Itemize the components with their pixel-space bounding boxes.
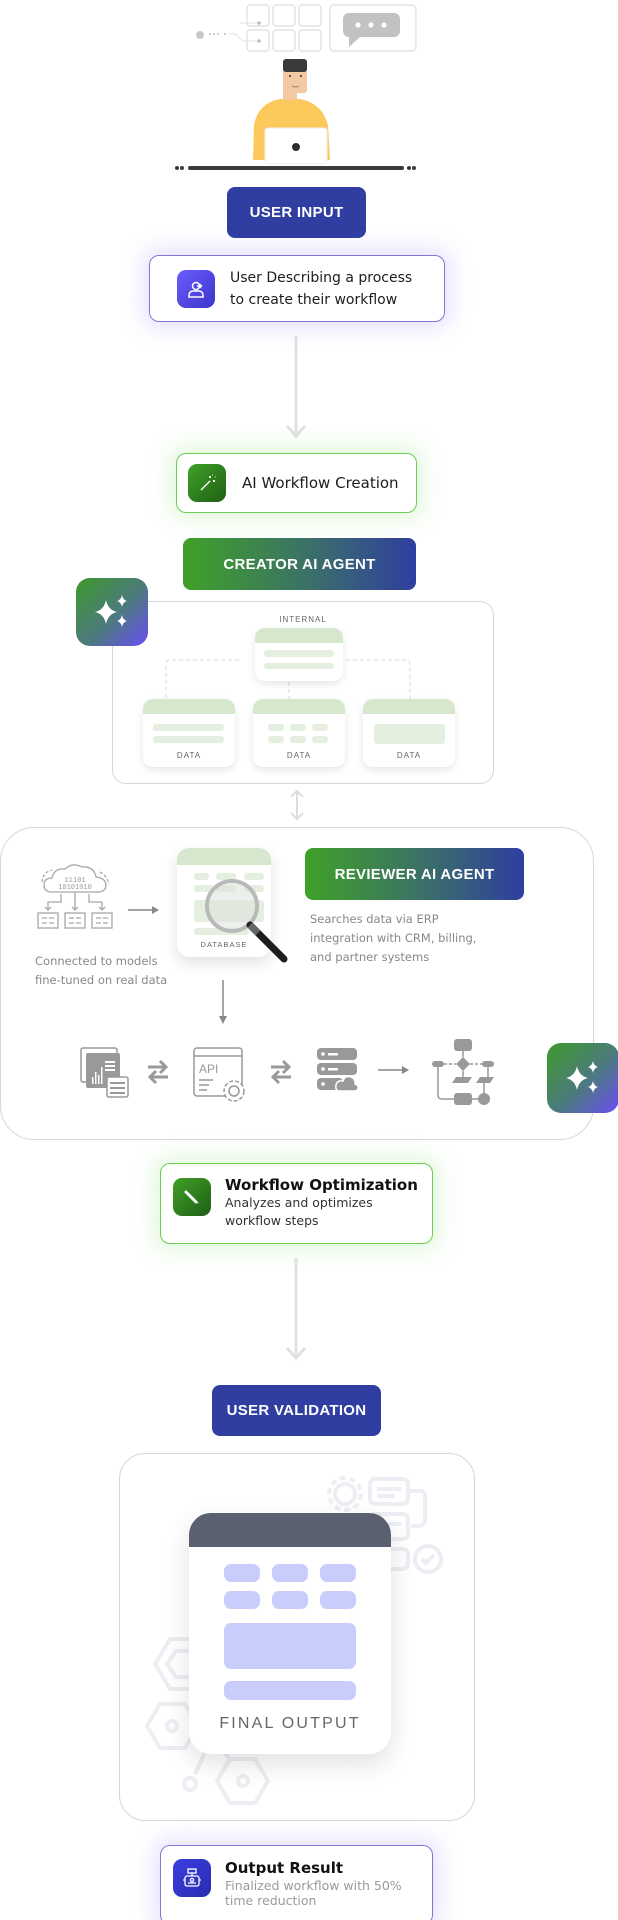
down-arrow-connector: [285, 336, 307, 439]
data-label-2: DATA: [286, 751, 312, 760]
user-input-label: USER INPUT: [227, 187, 366, 238]
final-output-label: FINAL OUTPUT: [219, 1715, 361, 1732]
workflow-optimization-title: Workflow Optimization: [225, 1176, 418, 1194]
reviewer-description: Searches data via ERP integration with C…: [310, 910, 476, 967]
bidirectional-arrow: [290, 789, 304, 821]
svg-text:10101010: 10101010: [58, 884, 92, 892]
api-settings-icon: API: [193, 1047, 245, 1102]
chat-ellipsis-icon: [343, 13, 400, 47]
right-arrow-to-flowchart: [378, 1066, 409, 1074]
database-label: DATABASE: [200, 940, 248, 949]
swap-arrows-icon: [147, 1059, 169, 1085]
flowchart-icon: [432, 1039, 494, 1105]
internal-data-card: [255, 628, 343, 681]
down-arrow-connector-2: [285, 1258, 307, 1361]
ai-workflow-creation-card: AI Workflow Creation: [176, 453, 417, 513]
reviewer-sparkles-badge: [547, 1043, 618, 1113]
reviewer-ai-agent-label: REVIEWER AI AGENT: [305, 848, 524, 900]
user-validation-label: USER VALIDATION: [212, 1385, 381, 1436]
svg-text:11101: 11101: [64, 877, 85, 885]
right-arrow-connector: [128, 906, 159, 914]
creator-ai-agent-label: CREATOR AI AGENT: [183, 538, 416, 590]
output-result-title: Output Result: [225, 1859, 344, 1877]
user-input-icon: [177, 269, 215, 308]
output-result-card: Output Result Finalized workflow with 50…: [160, 1845, 433, 1920]
data-card-3: DATA: [363, 699, 455, 767]
output-result-line2: time reduction: [225, 1893, 317, 1908]
creator-internal-data-panel: INTERNAL DATA DATA DATA: [112, 601, 494, 784]
header-illustration: [150, 0, 430, 180]
down-arrow-to-api: [219, 980, 227, 1024]
robot-flow-icon: [173, 1859, 211, 1897]
final-output-panel: FINAL OUTPUT: [119, 1453, 475, 1821]
dashboard-icon: [80, 1047, 129, 1098]
data-card-2: DATA: [253, 699, 345, 767]
data-label-3: DATA: [396, 751, 422, 760]
cloud-caption-line2: fine-tuned on real data: [35, 973, 168, 987]
cloud-binary-icon: 11101 10101010: [37, 864, 113, 929]
reviewer-description-line1: Searches data via ERP: [310, 912, 439, 926]
cloud-caption-line1: Connected to models: [35, 954, 158, 968]
workflow-optimization-line1: Analyzes and optimizes: [225, 1195, 373, 1210]
output-result-line1: Finalized workflow with 50%: [225, 1878, 402, 1893]
hierarchy-dashed-lines: [165, 659, 411, 699]
sparkles-icon: [95, 595, 127, 627]
ai-workflow-creation-title: AI Workflow Creation: [242, 474, 399, 492]
user-input-card: User Describing a process to create thei…: [149, 255, 445, 322]
server-cloud-icon: [317, 1048, 359, 1092]
magnifier-icon: [205, 879, 288, 963]
person-at-laptop-illustration: [175, 4, 417, 170]
creator-sparkles-badge: [76, 578, 148, 646]
cloud-caption: Connected to models fine-tuned on real d…: [35, 952, 167, 990]
data-label-1: DATA: [176, 751, 202, 760]
sparkles-icon: [566, 1061, 598, 1093]
user-input-line1: User Describing a process: [230, 269, 413, 286]
data-card-1: DATA: [143, 699, 235, 767]
reviewer-description-line2: integration with CRM, billing,: [310, 931, 477, 945]
final-output-card: FINAL OUTPUT: [189, 1513, 391, 1754]
magic-wand-icon: [188, 464, 226, 502]
workflow-optimization-card: Workflow Optimization Analyzes and optim…: [160, 1163, 433, 1244]
reviewer-description-line3: and partner systems: [310, 950, 430, 964]
swap-arrows-icon-2: [270, 1059, 292, 1085]
internal-label: INTERNAL: [279, 615, 327, 624]
pencil-icon: [173, 1178, 211, 1216]
svg-text:API: API: [199, 1062, 218, 1076]
workflow-optimization-line2: workflow steps: [225, 1213, 319, 1228]
user-input-line2: to create their workflow: [230, 291, 398, 308]
